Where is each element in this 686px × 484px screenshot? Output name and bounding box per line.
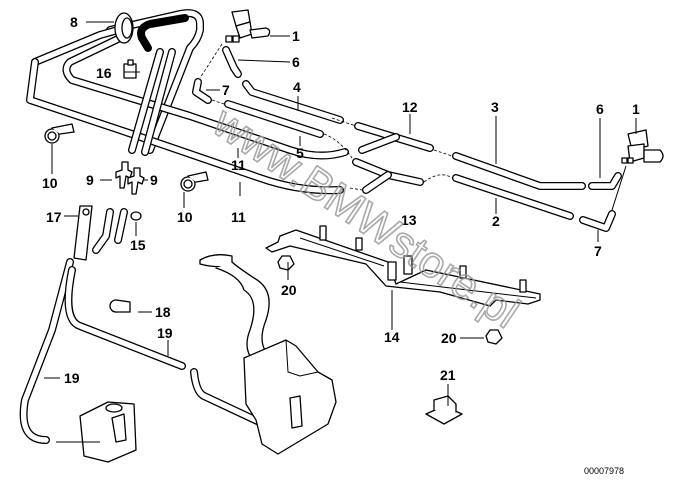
hose-3[interactable] — [452, 152, 586, 190]
callout-11-upper: 11 — [231, 157, 246, 173]
grommet-8[interactable] — [114, 12, 134, 44]
callout-6-right: 6 — [596, 101, 604, 117]
washer-pump-1-right[interactable] — [621, 129, 664, 164]
callout-12: 12 — [402, 99, 418, 115]
connector-16[interactable] — [123, 59, 137, 79]
callout-9-left: 9 — [86, 172, 94, 188]
washer-reservoir[interactable] — [199, 254, 337, 455]
callout-10-middle: 10 — [177, 209, 193, 225]
callout-20-left: 20 — [281, 282, 297, 298]
elbow-7-right[interactable] — [579, 210, 616, 232]
hose-19-left[interactable] — [19, 258, 74, 444]
callout-1-top: 1 — [292, 28, 300, 44]
callout-17: 17 — [46, 209, 62, 225]
callout-14: 14 — [384, 329, 400, 345]
hose-4[interactable] — [242, 80, 344, 124]
callout-11-lower: 11 — [231, 209, 246, 225]
callout-6-top: 6 — [292, 54, 300, 70]
hose-5[interactable] — [224, 100, 324, 138]
callout-15: 15 — [130, 237, 146, 253]
check-valve-18[interactable] — [109, 299, 131, 313]
callout-21: 21 — [440, 367, 456, 383]
nut-20-right[interactable] — [485, 329, 503, 345]
callout-2: 2 — [492, 213, 500, 229]
callout-16: 16 — [96, 65, 112, 81]
callout-18: 18 — [155, 304, 171, 320]
hose-19-middle[interactable] — [64, 266, 272, 430]
callout-10-left: 10 — [42, 175, 58, 191]
small-reservoir[interactable] — [56, 401, 137, 463]
t-connector-12[interactable] — [354, 122, 434, 154]
callout-8: 8 — [70, 14, 78, 30]
nozzle-assembly-17[interactable] — [73, 205, 128, 261]
callout-5: 5 — [296, 145, 304, 161]
hose-2[interactable] — [452, 174, 574, 220]
diagram-number: 00007978 — [584, 466, 624, 476]
hose-loop-11[interactable] — [26, 9, 349, 195]
callout-1-right: 1 — [632, 101, 640, 117]
callout-19-middle: 19 — [157, 325, 173, 341]
callout-7-right: 7 — [594, 243, 602, 259]
clip-21[interactable] — [425, 395, 463, 425]
callout-20-right: 20 — [441, 330, 457, 346]
leader-lines — [44, 21, 637, 406]
elbow-6-right[interactable] — [588, 172, 622, 190]
clip-10-left[interactable] — [44, 123, 75, 144]
callout-4: 4 — [293, 79, 301, 95]
clip-10-middle[interactable] — [180, 171, 209, 192]
callout-19-left: 19 — [64, 370, 80, 386]
clamp-15[interactable] — [130, 211, 142, 221]
elbow-6-top[interactable] — [222, 46, 242, 78]
nut-20-left[interactable] — [277, 255, 295, 271]
bracket-14[interactable] — [265, 225, 541, 307]
callout-3: 3 — [491, 99, 499, 115]
nozzle-9-right[interactable] — [127, 167, 145, 195]
elbow-7-top[interactable] — [192, 78, 212, 104]
callout-7-top: 7 — [222, 82, 230, 98]
washer-pump-1-top[interactable] — [225, 9, 271, 43]
callout-9-right: 9 — [150, 172, 158, 188]
callout-13: 13 — [401, 212, 417, 228]
t-connector-13[interactable] — [352, 158, 424, 194]
nozzle-9-left[interactable] — [115, 161, 133, 189]
